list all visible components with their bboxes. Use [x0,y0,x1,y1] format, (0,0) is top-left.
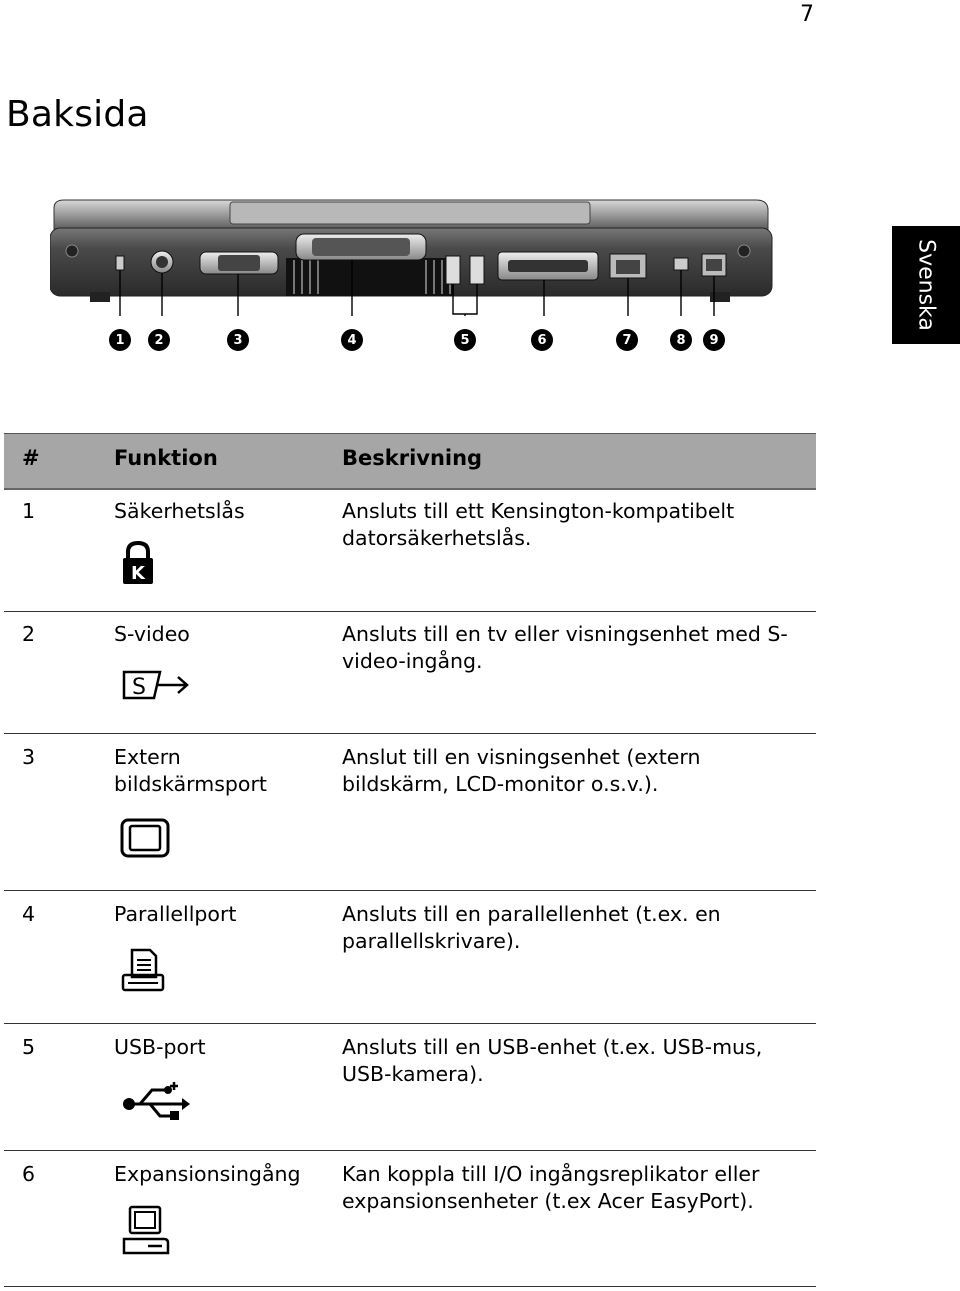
callout-5: 5 [454,329,476,351]
row-number: 2 [22,622,36,646]
row-number: 3 [22,745,36,769]
row-number: 5 [22,1035,36,1059]
printer-icon [121,948,165,992]
callout-2: 2 [148,329,170,351]
s-video-icon: S [122,670,189,700]
callout-9: 9 [703,329,725,351]
callout-6: 6 [531,329,553,351]
callout-4: 4 [341,329,363,351]
row-function: Extern bildskärmsport [114,745,267,796]
row-number: 1 [22,499,36,523]
row-function: Säkerhetslås [114,499,245,523]
language-tab: Svenska [892,226,960,344]
row-function: Expansionsingång [114,1162,301,1186]
row-divider [4,1023,816,1024]
row-description: Ansluts till en USB-enhet (t.ex. USB-mus… [342,1035,763,1086]
callout-3: 3 [227,329,249,351]
row-description: Ansluts till ett Kensington-kompatibelt … [342,499,735,550]
header-function: Funktion [114,446,218,470]
row-divider [4,1150,816,1151]
row-number: 4 [22,902,36,926]
computer-icon [122,1205,170,1255]
monitor-icon [120,818,170,858]
row-function: Parallellport [114,902,237,926]
row-function: USB-port [114,1035,206,1059]
row-divider [4,611,816,612]
table-header: # Funktion Beskrivning [4,433,816,490]
header-description: Beskrivning [342,446,483,470]
callout-1: 1 [109,329,131,351]
kensington-lock-icon: K [123,540,153,584]
row-divider [4,890,816,891]
callout-7: 7 [616,329,638,351]
row-divider [4,1286,816,1287]
page-number: 7 [800,2,814,27]
page-title: Baksida [6,94,149,136]
row-divider [4,733,816,734]
usb-icon [123,1082,190,1120]
row-number: 6 [22,1162,36,1186]
lock-icon-letter: K [131,563,146,584]
laptop-rear-view-illustration [50,199,773,316]
s-video-icon-letter: S [132,675,146,700]
row-description: Anslut till en visningsenhet (extern bil… [342,745,701,796]
language-tab-label: Svenska [913,239,939,331]
row-description: Ansluts till en parallellenhet (t.ex. en… [342,902,721,953]
callout-8: 8 [670,329,692,351]
header-num: # [22,446,40,470]
row-description: Ansluts till en tv eller visningsenhet m… [342,622,788,673]
row-function: S-video [114,622,190,646]
row-description: Kan koppla till I/O ingångsreplikator el… [342,1162,760,1213]
